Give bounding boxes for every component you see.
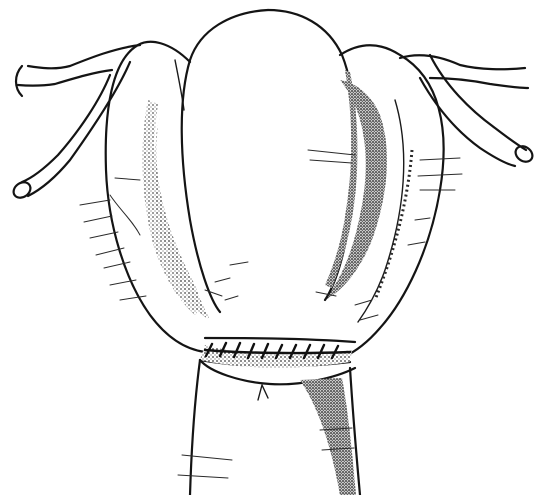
left-fallopian-tube [11, 45, 140, 201]
lower-segment [200, 338, 355, 384]
vaginal-canal [178, 360, 360, 495]
uterine-body [182, 10, 358, 312]
right-uterine-horn [325, 45, 444, 356]
